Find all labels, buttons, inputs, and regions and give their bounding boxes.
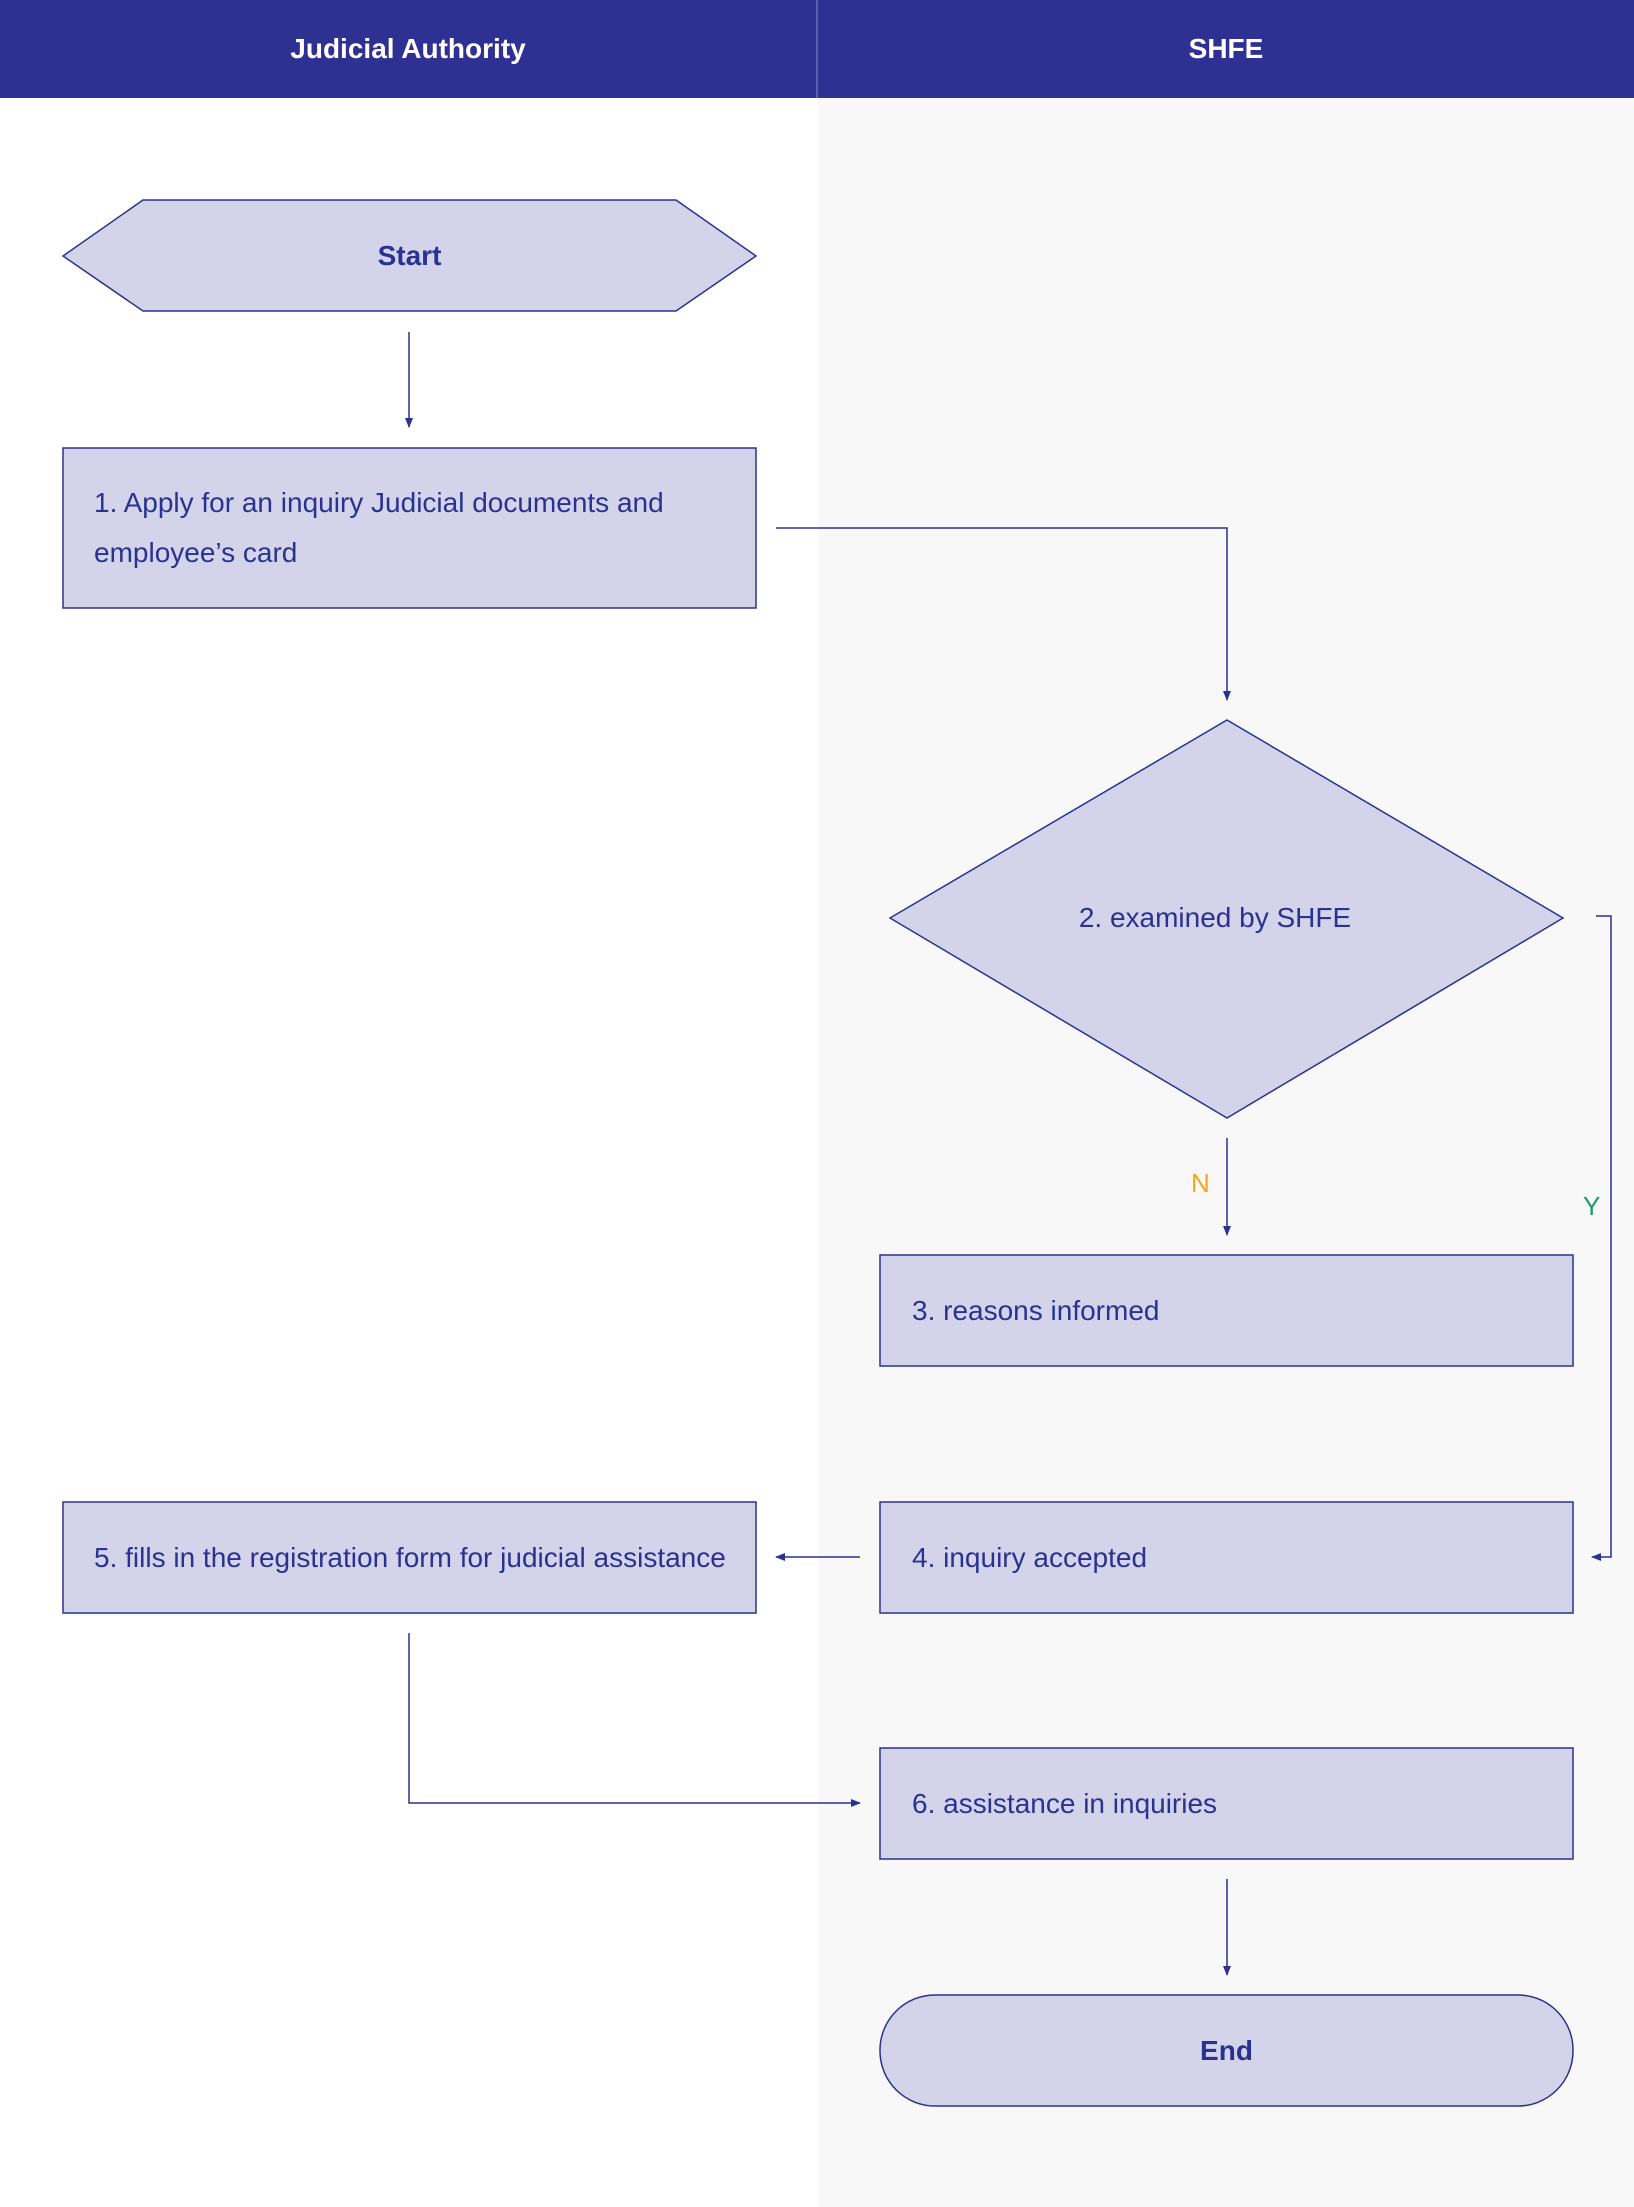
step6-label: 6. assistance in inquiries xyxy=(912,1787,1218,1819)
step4-node xyxy=(879,1501,1574,1614)
arrow-step5-to-step6 xyxy=(408,1633,861,1807)
step6-node xyxy=(879,1747,1574,1860)
step3-node xyxy=(879,1254,1574,1367)
start-node xyxy=(61,199,758,312)
end-node xyxy=(879,1994,1574,2107)
arrow-step2-to-step4 xyxy=(1591,915,1612,1561)
step4-label: 4. inquiry accepted xyxy=(912,1541,1148,1573)
step2-label: 2. examined by SHFE xyxy=(1078,902,1352,933)
branch-yes-label: Y xyxy=(1583,1191,1601,1221)
step5-label: 5. fills in the registration form for ju… xyxy=(94,1541,726,1573)
start-label: Start xyxy=(377,239,442,271)
step1-label: 1. Apply for an inquiry Judicial documen… xyxy=(94,487,664,568)
end-label: End xyxy=(1200,2034,1253,2066)
lane-header-shfe: SHFE xyxy=(818,0,1634,98)
step1-node xyxy=(62,447,757,609)
arrow-step1-to-step2 xyxy=(776,527,1231,701)
step2-decision-node xyxy=(888,719,1565,1119)
branch-no-label: N xyxy=(1191,1168,1210,1198)
step3-label: 3. reasons informed xyxy=(912,1294,1160,1326)
lane-header-judicial-authority: Judicial Authority xyxy=(0,0,818,98)
step5-node xyxy=(62,1501,757,1614)
